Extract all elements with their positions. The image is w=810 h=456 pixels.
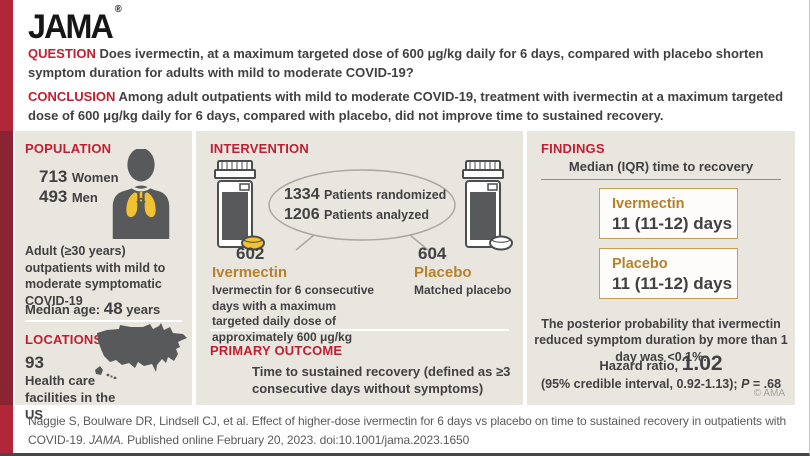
- median-age-prefix: Median age:: [25, 302, 104, 317]
- question-label: QUESTION: [28, 46, 96, 61]
- hazard-ratio-label: Hazard ratio,: [599, 358, 682, 373]
- population-panel: POPULATION 713 Women 493 Men Adult (≥30 …: [15, 131, 192, 422]
- ivermectin-bottle-icon-wrap: [210, 159, 266, 251]
- intervention-panel: INTERVENTION: [196, 131, 523, 405]
- ivermectin-bottle-icon: [214, 160, 265, 251]
- p-label: P: [741, 377, 750, 391]
- women-count: 713: [39, 167, 68, 186]
- credible-interval-text: (95% credible interval, 0.92-1.13);: [540, 377, 742, 391]
- intervention-heading: INTERVENTION: [210, 141, 309, 156]
- person-lungs-icon: [112, 149, 170, 239]
- arm2-count: 604: [418, 244, 447, 263]
- conclusion-paragraph: CONCLUSION Among adult outpatients with …: [28, 88, 800, 126]
- locations-heading: LOCATIONS: [25, 332, 103, 347]
- result-box-ivermectin: Ivermectin 11 (11-12) days: [599, 188, 738, 239]
- randomized-count: 1334: [284, 186, 320, 203]
- us-map-icon-wrap: [93, 321, 189, 379]
- men-label: Men: [71, 190, 98, 205]
- population-description: Adult (≥30 years) outpatients with mild …: [25, 244, 166, 308]
- citation: Naggie S, Boulware DR, Lindsell CJ, et a…: [28, 412, 790, 449]
- arm2-name: Placebo: [414, 264, 472, 281]
- median-age-row: Median age: 48 years: [25, 299, 160, 319]
- accent-bar-bottom: [0, 405, 13, 453]
- women-count-row: 713 Women: [39, 167, 119, 187]
- arm2-description: Matched placebo: [414, 283, 512, 297]
- randomized-label: Patients randomized: [324, 188, 447, 202]
- randomized-row: 1334 Patients randomized: [284, 185, 446, 205]
- citation-tail: Published online February 20, 2023. doi:…: [123, 432, 470, 447]
- us-map-icon: [95, 323, 187, 379]
- men-count-row: 493 Men: [39, 187, 98, 207]
- locations-count: 93: [25, 353, 44, 372]
- placebo-bottle-icon-wrap: [458, 159, 514, 251]
- analyzed-row: 1206 Patients analyzed: [284, 205, 446, 225]
- posterior-probability-text: The posterior probability that ivermecti…: [534, 317, 788, 364]
- jama-logo: JAMA®: [28, 4, 122, 47]
- primary-outcome-heading: PRIMARY OUTCOME: [210, 343, 343, 358]
- conclusion-label: CONCLUSION: [28, 89, 116, 104]
- p-value: = .68: [749, 377, 782, 391]
- randomization-text: 1334 Patients randomized 1206 Patients a…: [284, 185, 446, 225]
- result-box-placebo: Placebo 11 (11-12) days: [599, 248, 738, 299]
- jama-logo-text: JAMA: [28, 8, 114, 46]
- findings-heading: FINDINGS: [541, 141, 605, 156]
- analyzed-count: 1206: [284, 206, 320, 223]
- median-age-value: 48: [103, 299, 123, 318]
- placebo-bottle-icon: [462, 160, 513, 251]
- locations-description: Health care facilities in the US: [25, 373, 116, 423]
- hazard-ratio-row: Hazard ratio, 1.02: [527, 352, 795, 376]
- analyzed-label: Patients analyzed: [324, 208, 429, 222]
- men-count: 493: [39, 187, 68, 206]
- citation-text: Naggie S, Boulware DR, Lindsell CJ, et a…: [28, 414, 787, 447]
- ama-copyright: © AMA: [753, 388, 785, 399]
- question-paragraph: QUESTION Does ivermectin, at a maximum t…: [28, 45, 800, 83]
- findings-subtitle-rule: [541, 179, 781, 180]
- accent-bar-middle: [0, 131, 13, 405]
- arm1-description: Ivermectin for 6 consecutive days with a…: [212, 283, 375, 344]
- primary-outcome-text: Time to sustained recovery (defined as ≥…: [252, 364, 511, 397]
- arm1-name: Ivermectin: [212, 264, 288, 281]
- arm1-count: 602: [236, 244, 265, 263]
- patient-icon: [109, 149, 173, 239]
- median-age-suffix: years: [122, 302, 161, 317]
- findings-panel: FINDINGS Median (IQR) time to recovery I…: [527, 131, 795, 405]
- citation-journal: JAMA.: [89, 432, 124, 447]
- accent-bar-top: [0, 0, 13, 131]
- result-name: Ivermectin: [612, 196, 685, 212]
- question-text: Does ivermectin, at a maximum targeted d…: [28, 46, 764, 80]
- result-value: 11 (11-12) days: [612, 274, 733, 294]
- credible-interval-row: (95% credible interval, 0.92-1.13); P = …: [527, 377, 795, 391]
- population-locations-divider: [25, 320, 182, 322]
- result-name: Placebo: [612, 256, 668, 272]
- intervention-outcome-divider: [210, 329, 509, 331]
- result-value: 11 (11-12) days: [612, 214, 733, 234]
- conclusion-text: Among adult outpatients with mild to mod…: [28, 89, 784, 123]
- registered-mark: ®: [114, 3, 122, 15]
- population-heading: POPULATION: [25, 141, 112, 156]
- women-label: Women: [71, 170, 119, 185]
- hazard-ratio-value: 1.02: [681, 352, 723, 375]
- randomization-ellipse: [268, 169, 456, 251]
- findings-subtitle: Median (IQR) time to recovery: [568, 159, 754, 174]
